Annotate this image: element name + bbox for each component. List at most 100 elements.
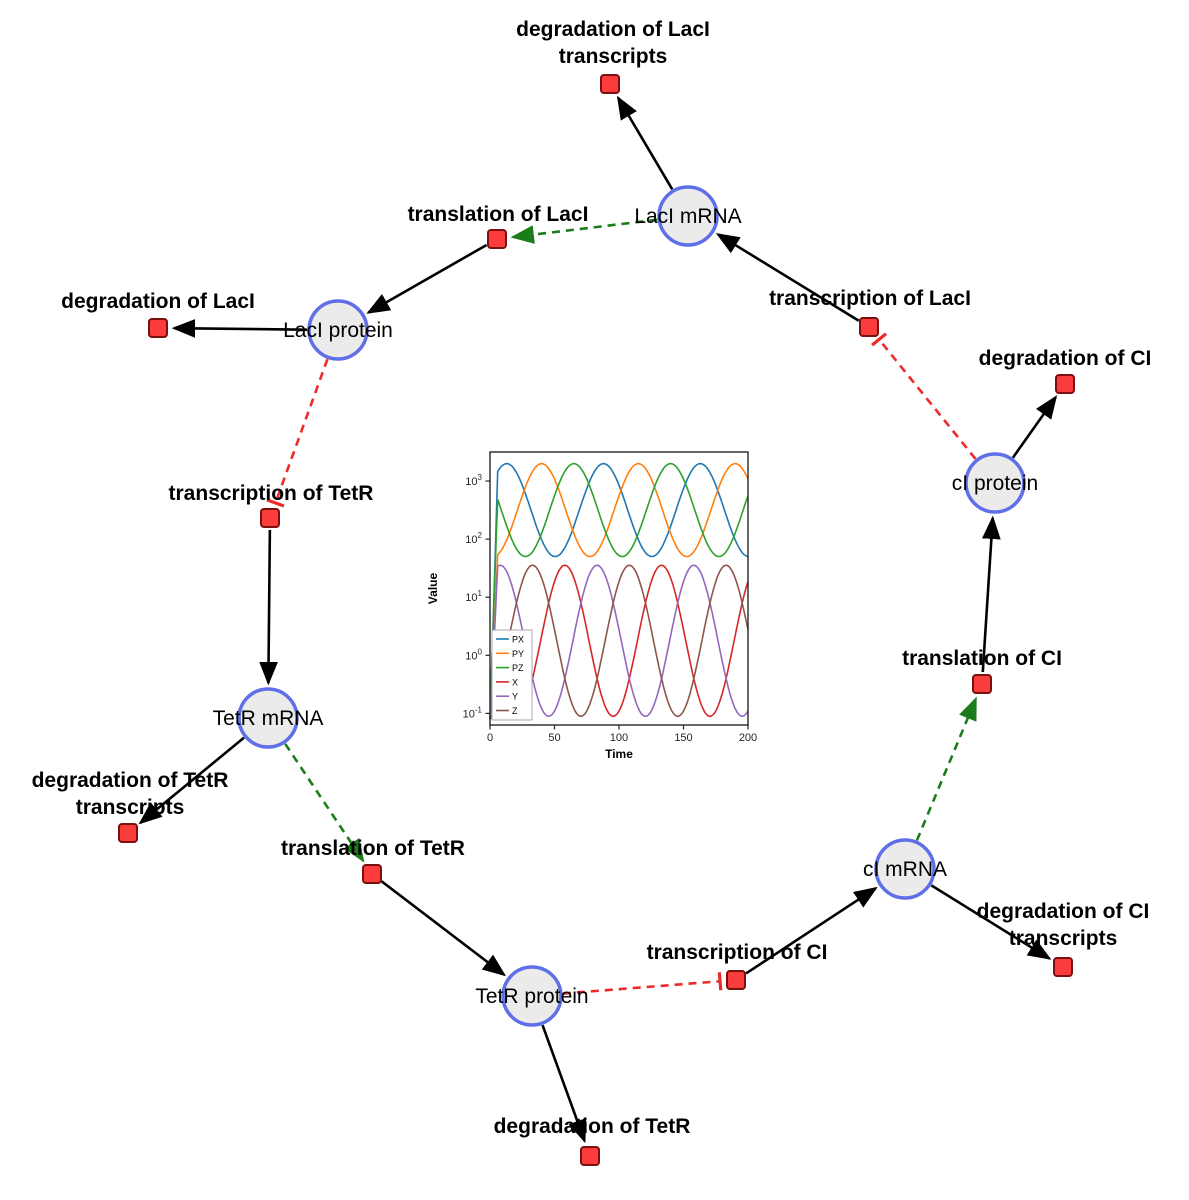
reaction-label-tx_lacI: transcription of LacI [769,287,971,310]
edge-tetR_mRNA-tl_tetR [284,743,365,863]
edge-tetR_protein-deg_tetR [541,1024,587,1144]
reaction-label-line: translation of LacI [408,203,589,226]
edge-tetR_protein-tx_cI-tee-cap [717,972,723,991]
x-tick-label: 50 [548,732,560,744]
reaction-label-line: degradation of CI [977,900,1150,923]
reaction-label-line: transcription of TetR [169,482,374,505]
reaction-node-deg_tetR[interactable] [580,1146,600,1166]
reaction-node-tl_lacI[interactable] [487,229,507,249]
species-label-lacI_mRNA: LacI mRNA [634,205,741,228]
reaction-label-line: translation of CI [902,647,1062,670]
reaction-label-line: transcripts [76,796,185,819]
legend-label-PY: PY [512,649,524,659]
edge-cI_protein-tx_lacI-tee-cap [871,332,888,347]
reaction-node-deg_cI_tx[interactable] [1053,957,1073,977]
reaction-label-line: transcription of CI [647,941,828,964]
species-label-lacI_protein: LacI protein [283,319,393,342]
species-node-lacI_mRNA[interactable] [657,185,719,247]
reaction-node-deg_lacI[interactable] [148,318,168,338]
reaction-label-line: degradation of TetR [494,1115,691,1138]
reaction-node-deg_cI[interactable] [1055,374,1075,394]
series-line-X [489,564,749,720]
reaction-node-tx_tetR[interactable] [260,508,280,528]
species-label-cI_protein: cI protein [952,472,1038,495]
edge-lacI_mRNA-deg_lacI_tx [616,95,674,190]
series-line-Y [489,564,749,720]
species-label-tetR_protein: TetR protein [475,985,588,1008]
nodes-layer [118,74,1075,1166]
reaction-node-tx_cI[interactable] [726,970,746,990]
edge-tetR_mRNA-deg_tetR_tx [138,736,245,825]
species-node-cI_mRNA[interactable] [874,838,936,900]
legend-box [491,629,533,721]
reaction-node-deg_lacI_tx[interactable] [600,74,620,94]
y-tick-label: 10-1 [463,705,483,720]
legend-label-PZ: PZ [512,663,524,673]
y-tick-label: 101 [465,589,482,604]
legend-label-Y: Y [512,692,518,702]
reaction-label-line: degradation of LacI [516,18,710,41]
edge-lacI_protein-tx_tetR-tee-cap [266,498,285,508]
edge-lacI_mRNA-tl_lacI [510,218,658,244]
reaction-label-deg_tetR_tx: degradation of TetR transcripts [32,769,229,819]
edge-cI_mRNA-tl_cI [915,696,978,841]
x-axis-title: Time [605,747,633,761]
reaction-node-tl_cI[interactable] [972,674,992,694]
reaction-label-line: translation of TetR [281,837,465,860]
legend-label-X: X [512,677,518,687]
edge-tl_cI-cI_protein [981,515,1001,673]
reaction-label-line: transcription of LacI [769,287,971,310]
edge-lacI_protein-tx_tetR [274,358,329,504]
edge-lacI_protein-deg_lacI [171,319,308,338]
reaction-label-deg_lacI: degradation of LacI [61,290,255,313]
reaction-label-tx_cI: transcription of CI [647,941,828,964]
species-node-tetR_protein[interactable] [501,965,563,1027]
edges-layer [138,95,1058,1144]
edge-cI_mRNA-deg_cI_tx [930,884,1052,960]
species-node-tetR_mRNA[interactable] [237,687,299,749]
species-node-lacI_protein[interactable] [307,299,369,361]
reaction-node-tl_tetR[interactable] [362,864,382,884]
legend-label-PX: PX [512,635,524,645]
series-line-PZ [489,462,749,720]
reaction-label-line: transcripts [559,45,668,68]
plot-frame [489,451,749,726]
reaction-label-tl_cI: translation of CI [902,647,1062,670]
reaction-node-deg_tetR_tx[interactable] [118,823,138,843]
species-node-cI_protein[interactable] [964,452,1026,514]
reaction-label-line: transcripts [1009,927,1118,950]
reaction-label-tx_tetR: transcription of TetR [169,482,374,505]
y-tick-label: 102 [465,531,482,546]
series-line-Z [489,564,749,720]
reaction-label-deg_cI: degradation of CI [979,347,1152,370]
legend-label-Z: Z [512,706,518,716]
series-line-PY [489,462,749,720]
reaction-label-line: degradation of CI [979,347,1152,370]
edge-tx_lacI-lacI_mRNA [715,233,860,322]
reaction-label-tl_tetR: translation of TetR [281,837,465,860]
edge-tx_tetR-tetR_mRNA [259,529,278,686]
reaction-label-line: degradation of LacI [61,290,255,313]
reaction-label-deg_tetR: degradation of TetR [494,1115,691,1138]
edge-cI_protein-deg_cI [1011,395,1058,459]
edge-tl_lacI-lacI_protein [366,243,488,314]
reaction-label-deg_lacI_tx: degradation of LacI transcripts [516,18,710,68]
y-axis-title: Value [426,573,440,605]
y-tick-label: 103 [465,473,482,488]
edge-cI_protein-tx_lacI [878,338,977,460]
reaction-label-line: degradation of TetR [32,769,229,792]
chart-legend: PX PY PZ XYZ [491,629,533,721]
reaction-label-deg_cI_tx: degradation of CI transcripts [977,900,1150,950]
reaction-label-tl_lacI: translation of LacI [408,203,589,226]
y-tick-label: 100 [465,647,482,662]
reaction-node-tx_lacI[interactable] [859,317,879,337]
species-label-tetR_mRNA: TetR mRNA [213,707,324,730]
edge-tx_cI-cI_mRNA [745,886,878,975]
x-tick-label: 200 [739,732,757,744]
edge-tetR_protein-tx_cI [562,979,721,995]
x-tick-label: 150 [674,732,692,744]
